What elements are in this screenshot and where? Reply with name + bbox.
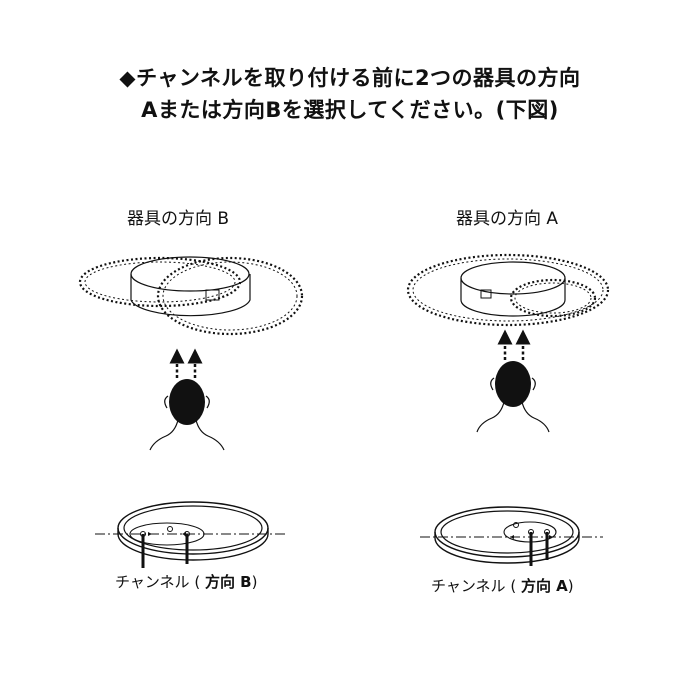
caption-a-prefix: チャンネル ( bbox=[431, 577, 521, 595]
caption-a-direction: 方向 A bbox=[520, 577, 568, 595]
direction-a-arrows bbox=[497, 329, 531, 360]
base-plate-a bbox=[420, 506, 603, 566]
fixture-b-illustration bbox=[78, 256, 304, 336]
instruction-title: ◆チャンネルを取り付ける前に2つの器具の方向 Aまたは方向Bを選択してください。… bbox=[0, 62, 700, 126]
caption-a-suffix: ) bbox=[567, 577, 574, 595]
channel-direction-b-caption: チャンネル ( 方向 B) bbox=[115, 571, 257, 592]
direction-b-arrows bbox=[169, 348, 203, 378]
caption-b-direction: 方向 B bbox=[204, 573, 252, 591]
instruction-line-1: ◆チャンネルを取り付ける前に2つの器具の方向 bbox=[119, 66, 581, 90]
direction-a-label: 器具の方向 A bbox=[456, 209, 559, 229]
fixture-a-illustration bbox=[406, 253, 610, 327]
direction-b-label: 器具の方向 B bbox=[127, 209, 230, 229]
person-b-head bbox=[149, 379, 225, 451]
channel-direction-a-caption: チャンネル ( 方向 A) bbox=[431, 575, 574, 596]
person-a-head bbox=[476, 361, 550, 433]
caption-b-suffix: ) bbox=[251, 573, 258, 591]
instruction-line-2: Aまたは方向Bを選択してください。(下図) bbox=[141, 98, 559, 122]
caption-b-prefix: チャンネル ( bbox=[115, 573, 205, 591]
base-plate-b bbox=[95, 501, 288, 568]
